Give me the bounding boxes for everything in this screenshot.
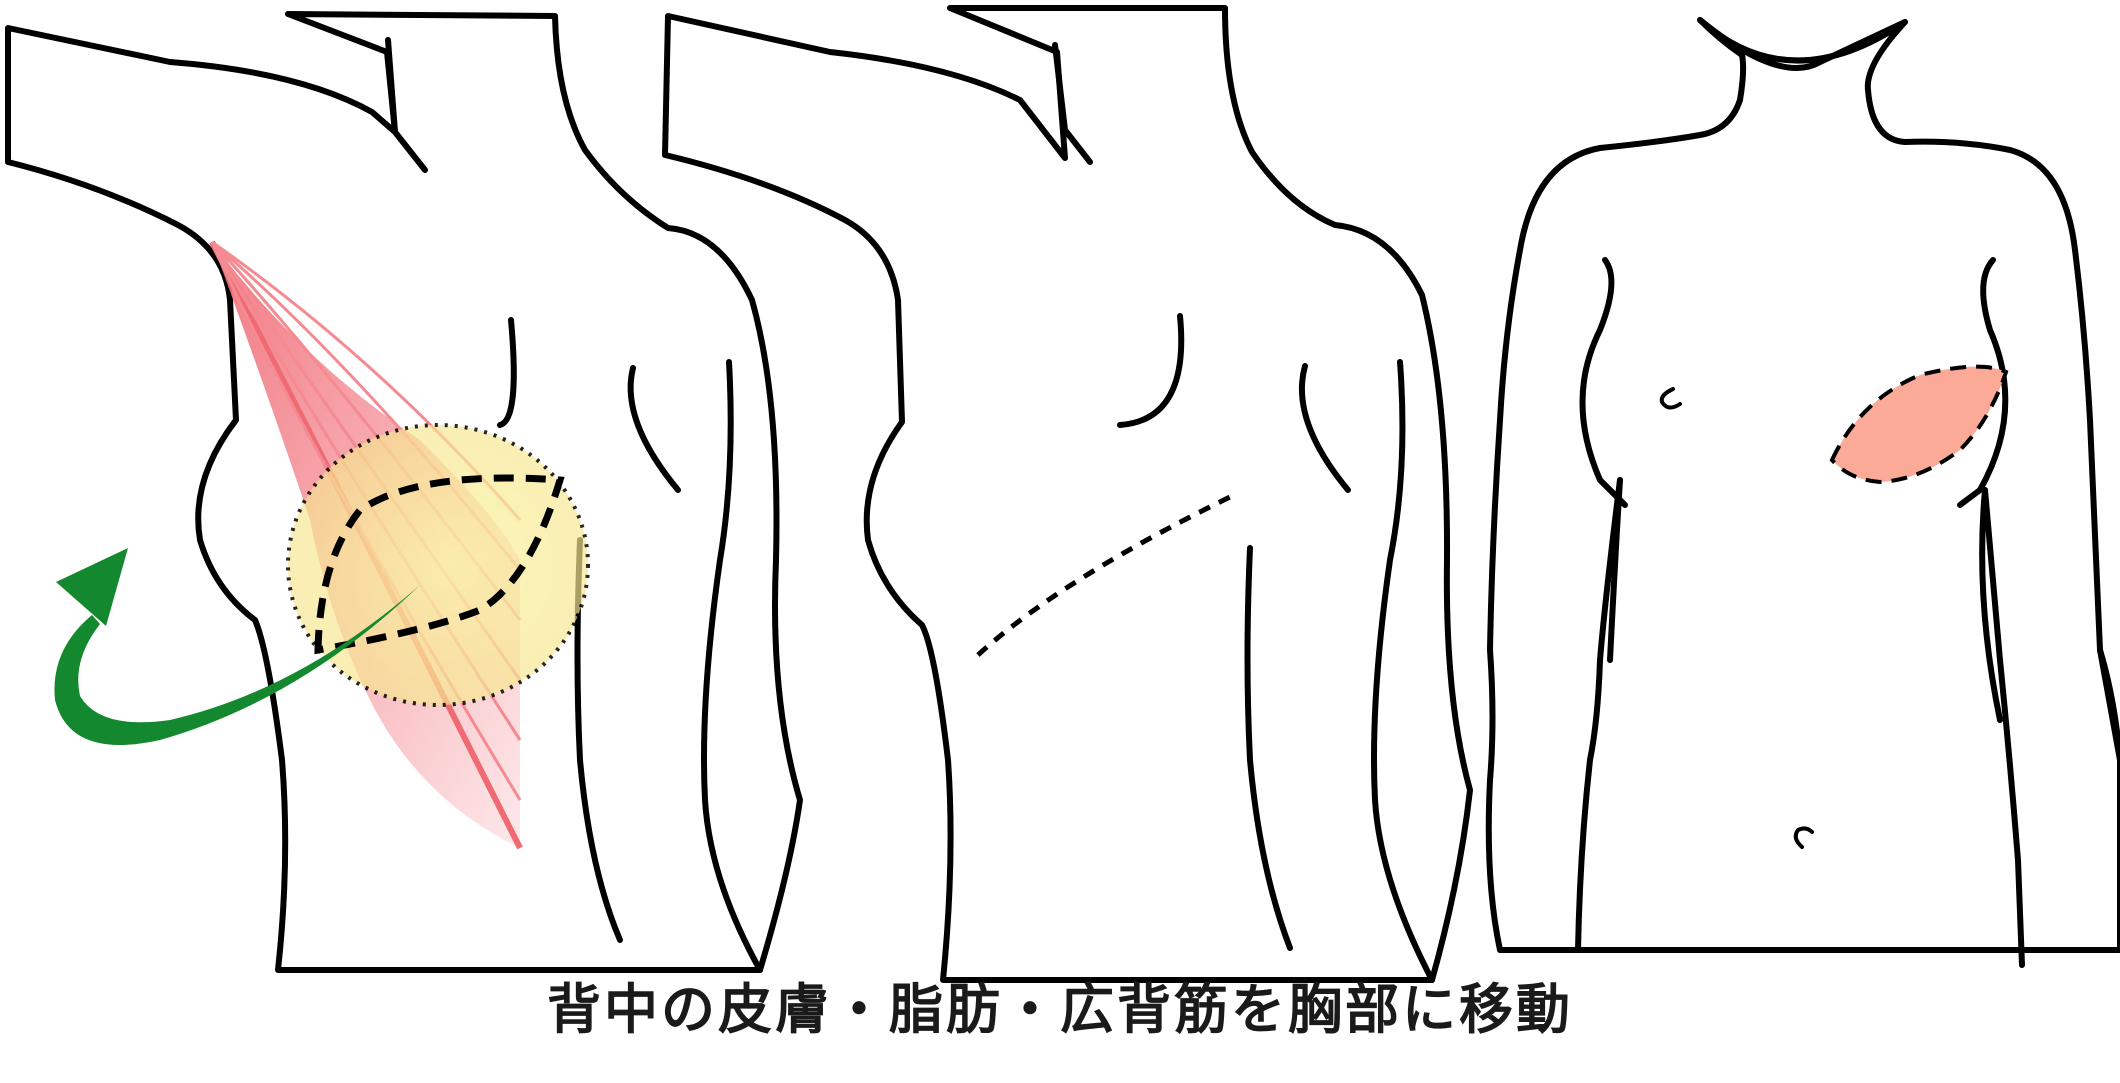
reconstructed-breast-flap	[1829, 364, 2009, 485]
scapula-line-left-2	[1117, 313, 1185, 428]
navel	[1793, 826, 1814, 849]
left-arm-gap-line	[1979, 487, 2003, 723]
back-torso-1	[5, 11, 803, 973]
donor-site-scar	[976, 494, 1232, 657]
right-arm-gap-line	[1607, 477, 1623, 663]
flap-incision-outline	[314, 474, 565, 655]
scapula-line-left-1	[497, 317, 517, 428]
scapula-line-right-1	[627, 365, 681, 493]
transfer-arrow	[54, 548, 421, 745]
neck-fold-2	[1052, 42, 1093, 165]
breast-contour-right	[1579, 257, 1628, 508]
panel-front-reconstruction	[1485, 17, 2120, 968]
left-arm-outer-line	[2097, 647, 2120, 763]
nipple	[1659, 387, 1682, 410]
neck-fold-1	[385, 37, 428, 173]
spine-side-line-2	[1371, 359, 1435, 983]
front-torso	[1485, 17, 2120, 953]
left-arm-inner-line	[1982, 487, 2025, 968]
caption: 背中の皮膚・脂肪・広背筋を胸部に移動	[547, 978, 1573, 1041]
breast-contour-left	[1957, 257, 2009, 508]
panel-back-flap-design	[5, 11, 803, 973]
collar-line	[1697, 17, 1908, 64]
right-arm-inner-line	[1575, 477, 1623, 953]
back-torso-2	[662, 5, 1473, 983]
panel-back-after-harvest	[662, 5, 1473, 983]
back-crease-1	[574, 537, 623, 943]
scapula-line-right-2	[1299, 363, 1351, 493]
spine-side-line-1	[701, 359, 763, 973]
flap-highlight-circle	[286, 423, 590, 707]
back-crease-2	[1244, 545, 1293, 951]
